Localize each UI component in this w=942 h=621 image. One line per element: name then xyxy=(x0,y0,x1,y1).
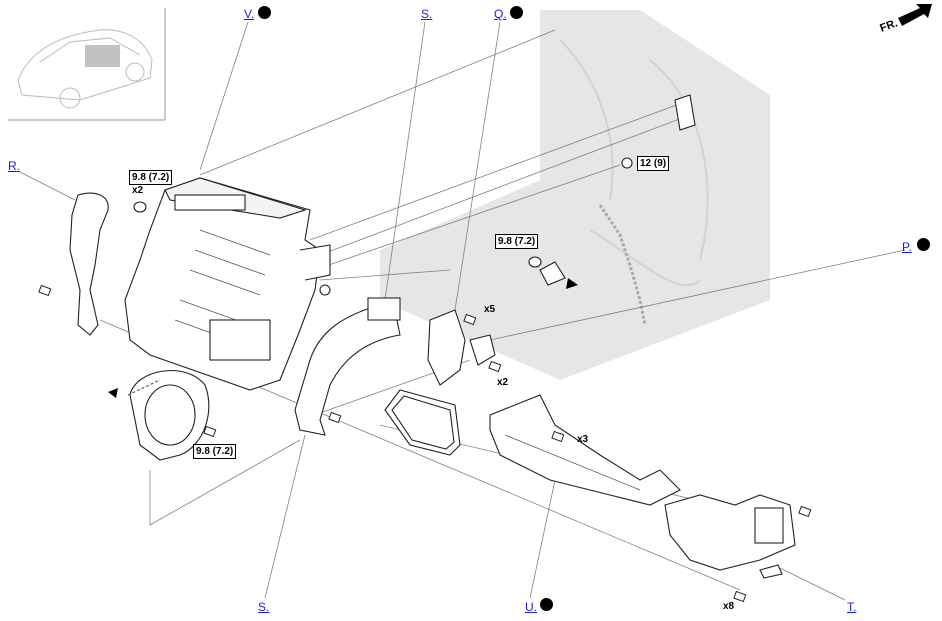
blower-case xyxy=(127,370,210,461)
callout-q-bullet xyxy=(510,6,523,19)
torque-spec: 9.8 (7.2) xyxy=(129,170,173,185)
callout-u[interactable]: U. xyxy=(525,600,537,614)
torque-spec: 9.8 (7.2) xyxy=(495,234,539,249)
view-arrow-right xyxy=(566,278,578,289)
lower-duct-part xyxy=(489,394,681,506)
quantity-label: x8 xyxy=(723,601,735,612)
vehicle-locator-thumbnail xyxy=(8,8,166,121)
callout-p[interactable]: P. xyxy=(902,240,912,254)
view-arrow-left xyxy=(108,388,118,398)
callout-s-bottom[interactable]: S. xyxy=(258,600,270,614)
quantity-label: x2 xyxy=(132,185,144,196)
callout-r[interactable]: R. xyxy=(8,159,20,173)
actuator-part xyxy=(133,94,696,286)
quantity-label: x3 xyxy=(577,434,589,445)
torque-spec: 9.8 (7.2) xyxy=(193,444,237,459)
control-bracket-part xyxy=(427,309,496,386)
side-duct-part xyxy=(664,494,796,579)
front-arrow-icon xyxy=(898,4,932,26)
left-duct-part xyxy=(69,192,109,336)
quantity-label: x5 xyxy=(484,304,496,315)
callout-q[interactable]: Q. xyxy=(494,7,507,21)
torque-spec: 12 (9) xyxy=(637,156,670,171)
callout-p-bullet xyxy=(917,238,930,251)
callout-v[interactable]: V. xyxy=(244,7,255,21)
callout-s-top[interactable]: S. xyxy=(421,7,433,21)
callout-t[interactable]: T. xyxy=(847,600,857,614)
dashboard-panel-shading xyxy=(380,10,770,380)
gasket-seal xyxy=(384,389,461,456)
hvac-unit-housing xyxy=(124,177,331,391)
rear-duct-part xyxy=(294,297,401,436)
quantity-label: x2 xyxy=(497,377,509,388)
fasteners xyxy=(38,284,812,603)
callout-v-bullet xyxy=(258,6,271,19)
callout-u-bullet xyxy=(540,598,553,611)
